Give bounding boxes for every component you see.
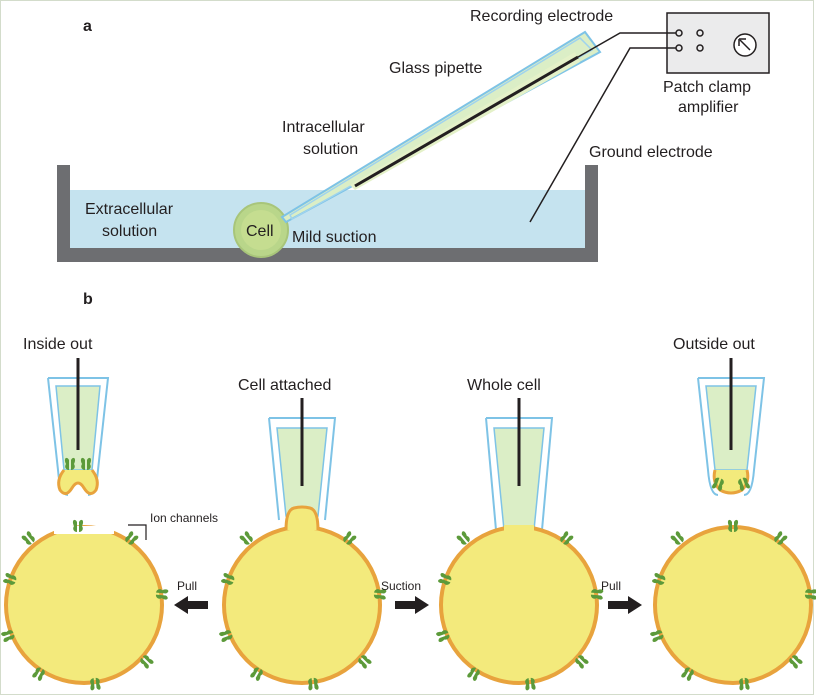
label-mild-suction: Mild suction bbox=[292, 229, 376, 246]
cell-body bbox=[4, 525, 164, 685]
panel-a: a Recording electrode Gl bbox=[57, 8, 770, 262]
recording-electrode-wire bbox=[354, 55, 579, 188]
label-extracellular-line1: Extracellular bbox=[85, 201, 174, 218]
arrow-label-pull-1: Pull bbox=[177, 579, 197, 593]
arrow-suction: Suction bbox=[381, 579, 429, 614]
label-intracellular-line1: Intracellular bbox=[282, 119, 365, 136]
config-label-cell-attached: Cell attached bbox=[238, 377, 331, 394]
config-outside-out: Outside out bbox=[649, 336, 816, 691]
pipette-outer bbox=[485, 417, 554, 531]
config-label-inside-out: Inside out bbox=[23, 336, 93, 353]
config-inside-out: Inside out Ion channels bbox=[0, 336, 218, 691]
pipette-outer bbox=[268, 417, 337, 521]
arrow-pull-left: Pull bbox=[174, 579, 208, 614]
panel-b: b Inside out Ion channe bbox=[0, 291, 816, 691]
label-extracellular-line2: solution bbox=[102, 223, 157, 240]
arrow-left-icon bbox=[174, 596, 208, 614]
amplifier-dial-icon bbox=[733, 33, 757, 57]
cell-body bbox=[653, 525, 813, 685]
config-label-outside-out: Outside out bbox=[673, 336, 755, 353]
arrow-right-icon bbox=[608, 596, 642, 614]
panel-a-letter: a bbox=[83, 18, 92, 35]
ion-channels-leader bbox=[128, 524, 147, 540]
arrow-label-pull-2: Pull bbox=[601, 579, 621, 593]
attached-membrane-patch bbox=[284, 505, 320, 531]
label-ground-electrode: Ground electrode bbox=[589, 144, 713, 161]
arrow-right-icon bbox=[395, 596, 429, 614]
label-intracellular-line2: solution bbox=[303, 141, 358, 158]
label-patch-clamp-line1: Patch clamp bbox=[663, 79, 751, 96]
config-label-whole-cell: Whole cell bbox=[467, 377, 541, 394]
amplifier-port-4 bbox=[696, 44, 704, 52]
cell-body bbox=[222, 525, 382, 685]
arrow-label-suction: Suction bbox=[381, 579, 421, 593]
cell-inner bbox=[241, 210, 281, 250]
arrow-pull-right: Pull bbox=[601, 579, 642, 614]
label-recording-electrode: Recording electrode bbox=[470, 8, 613, 25]
label-cell: Cell bbox=[246, 223, 274, 240]
label-ion-channels: Ion channels bbox=[150, 511, 218, 525]
dish bbox=[57, 165, 598, 262]
label-patch-clamp-line2: amplifier bbox=[678, 99, 739, 116]
ground-electrode-wire bbox=[529, 47, 676, 223]
amplifier-port-2 bbox=[696, 29, 704, 37]
recording-wire bbox=[577, 32, 676, 58]
panel-b-letter: b bbox=[83, 291, 93, 308]
config-whole-cell: Whole cell bbox=[435, 377, 604, 691]
excised-patch bbox=[57, 469, 99, 495]
cell-body bbox=[439, 525, 599, 685]
pipette-outer bbox=[697, 377, 766, 496]
config-cell-attached: Cell attached bbox=[218, 377, 387, 691]
label-glass-pipette: Glass pipette bbox=[389, 60, 482, 77]
